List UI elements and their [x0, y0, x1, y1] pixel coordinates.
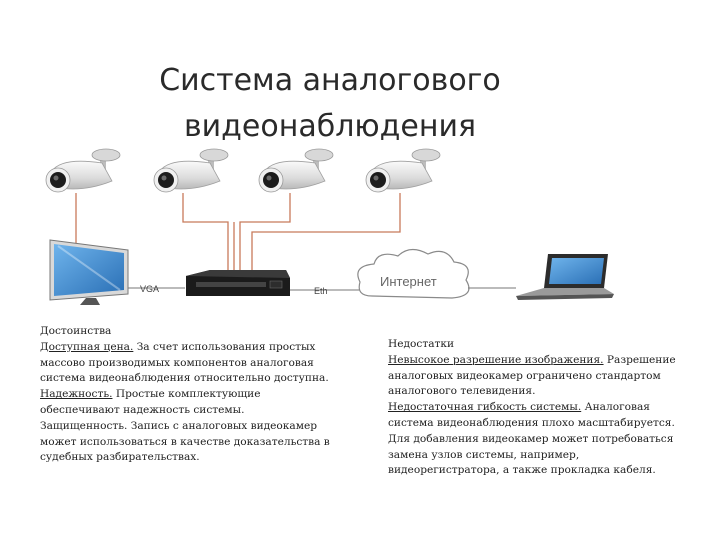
dvr-recorder: [186, 270, 290, 296]
disadvantage-1-text: Разрешение: [603, 353, 676, 366]
disadvantage-1-line-3: аналогового телевидения.: [388, 385, 536, 398]
vga-label: VGA: [140, 284, 159, 294]
disadvantage-2-line-4: замена узлов системы, например,: [388, 448, 580, 461]
disadvantage-2-line-2: система видеонаблюдения плохо масштабиру…: [388, 416, 675, 429]
disadvantage-1: Невысокое разрешение изображения. Разреш…: [388, 353, 698, 369]
page-title: Система аналогового видеонаблюдения: [120, 58, 540, 150]
disadvantage-2-title: Недостаточная гибкость системы.: [388, 401, 582, 414]
advantage-1-line-2: массово производимых компонентов аналого…: [40, 356, 314, 369]
disadvantages-heading: Недостатки: [388, 338, 455, 350]
advantage-3-line-3: судебных разбирательствах.: [40, 451, 200, 464]
internet-label: Интернет: [380, 274, 437, 289]
advantage-1-title: Доступная цена.: [40, 340, 134, 353]
camera-icon: [365, 148, 441, 193]
disadvantage-2-line-3: Для добавления видеокамер может потребов…: [388, 432, 674, 445]
internet-cloud-icon: Интернет: [357, 248, 470, 299]
advantage-1-line-3: система видеонаблюдения относительно дос…: [40, 372, 329, 385]
advantages-heading: Достоинства: [40, 325, 112, 337]
advantage-2-title: Надежность.: [40, 388, 113, 401]
disadvantage-1-title: Невысокое разрешение изображения.: [388, 353, 604, 366]
advantage-2-text: Простые комплектующие: [112, 388, 261, 401]
laptop-icon: [516, 254, 614, 300]
advantages-section: Достоинства Доступная цена. За счет испо…: [40, 324, 360, 466]
title-line-1: Система аналогового: [159, 63, 501, 98]
eth-label: Eth: [314, 286, 328, 296]
cables: [75, 193, 401, 272]
advantage-3-line-2: может использоваться в качестве доказате…: [40, 435, 330, 448]
disadvantage-1-line-2: аналоговых видеокамер ограничено стандар…: [388, 369, 661, 382]
disadvantage-2: Недостаточная гибкость системы. Аналогов…: [388, 400, 698, 416]
camera-icon: [45, 148, 121, 193]
monitor-icon: [49, 239, 129, 305]
advantage-3: Защищенность. Запись с аналоговых видеок…: [40, 419, 318, 432]
advantage-2: Надежность. Простые комплектующие: [40, 387, 360, 403]
advantage-1-text: За счет использования простых: [133, 340, 316, 353]
disadvantages-section: Недостатки Невысокое разрешение изображе…: [388, 337, 698, 479]
title-line-2: видеонаблюдения: [183, 109, 477, 144]
camera-icon: [258, 148, 334, 193]
camera-icon: [153, 148, 229, 193]
advantage-1: Доступная цена. За счет использования пр…: [40, 340, 360, 356]
disadvantage-2-line-5: видеорегистратора, а также прокладка каб…: [388, 464, 656, 477]
advantage-2-line-2: обеспечивают надежность системы.: [40, 403, 245, 416]
disadvantage-2-text: Аналоговая: [581, 401, 650, 414]
